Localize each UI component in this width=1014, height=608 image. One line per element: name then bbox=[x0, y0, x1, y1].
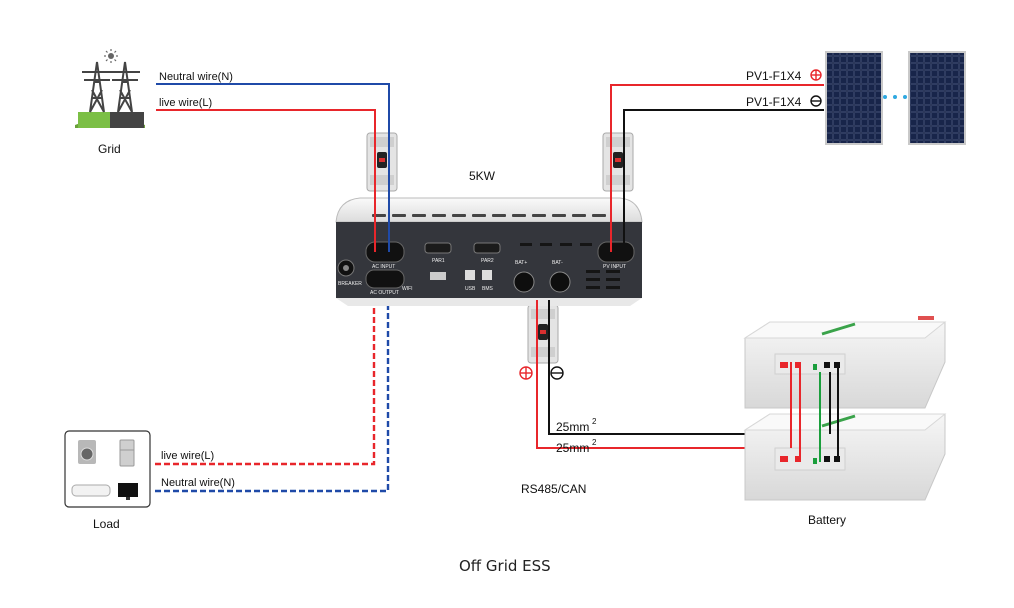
load-label: Load bbox=[93, 517, 120, 531]
load-neutral-label: Neutral wire(N) bbox=[161, 477, 235, 489]
battery-label: Battery bbox=[808, 513, 846, 527]
pv-positive-label: PV1-F1X4 bbox=[746, 69, 802, 83]
appliances-icon bbox=[64, 430, 151, 508]
circuit-breaker-icon bbox=[602, 132, 634, 192]
plus-circle-icon bbox=[810, 69, 822, 81]
circuit-breaker-icon bbox=[366, 132, 398, 192]
ac-output-port-label: AC OUTPUT bbox=[370, 290, 399, 296]
svg-text:25mm: 25mm bbox=[556, 420, 589, 434]
svg-text:2: 2 bbox=[592, 417, 597, 426]
ac-input-port-label: AC INPUT bbox=[372, 264, 395, 270]
inverter-power-label: 5KW bbox=[469, 169, 496, 183]
plus-circle-icon bbox=[519, 366, 533, 380]
par1-port-label: PAR1 bbox=[432, 258, 445, 264]
grid-live-label: live wire(L) bbox=[159, 97, 212, 109]
bat-negative-port-label: BAT- bbox=[552, 260, 563, 266]
more-panels-dots bbox=[883, 95, 907, 99]
power-tower-icon bbox=[75, 49, 145, 128]
minus-circle-icon bbox=[810, 95, 822, 107]
bat-positive-port-label: BAT+ bbox=[515, 260, 527, 266]
pv-negative-wire bbox=[623, 109, 824, 252]
comm-label: RS485/CAN bbox=[521, 482, 586, 496]
usb-port-label: USB bbox=[465, 286, 476, 292]
load-neutral-wire bbox=[155, 282, 390, 493]
minus-circle-icon bbox=[550, 366, 564, 380]
battery-cable-1-label: 25mm 2 bbox=[556, 417, 597, 434]
circuit-breaker-icon bbox=[527, 304, 559, 364]
breaker-port-label: BREAKER bbox=[338, 281, 362, 287]
pv-negative-label: PV1-F1X4 bbox=[746, 95, 802, 109]
diagram-caption: Off Grid ESS bbox=[459, 557, 551, 575]
svg-text:25mm: 25mm bbox=[556, 441, 589, 455]
grid-label: Grid bbox=[98, 142, 121, 156]
wifi-port-label: WIFI bbox=[402, 286, 413, 292]
inverter-unit: BREAKER AC INPUT AC OUTPUT PAR1 PAR2 WIF… bbox=[335, 197, 643, 306]
grid-neutral-label: Neutral wire(N) bbox=[159, 71, 233, 83]
pv-input-port-label: PV INPUT bbox=[603, 264, 626, 270]
par2-port-label: PAR2 bbox=[481, 258, 494, 264]
svg-text:2: 2 bbox=[592, 438, 597, 447]
battery-cable-2-label: 25mm 2 bbox=[556, 438, 597, 455]
solar-panel-icon bbox=[825, 51, 966, 145]
load-live-label: live wire(L) bbox=[161, 450, 214, 462]
battery-module-icon bbox=[743, 316, 947, 501]
load-live-wire bbox=[155, 282, 376, 466]
bms-port-label: BMS bbox=[482, 286, 494, 292]
